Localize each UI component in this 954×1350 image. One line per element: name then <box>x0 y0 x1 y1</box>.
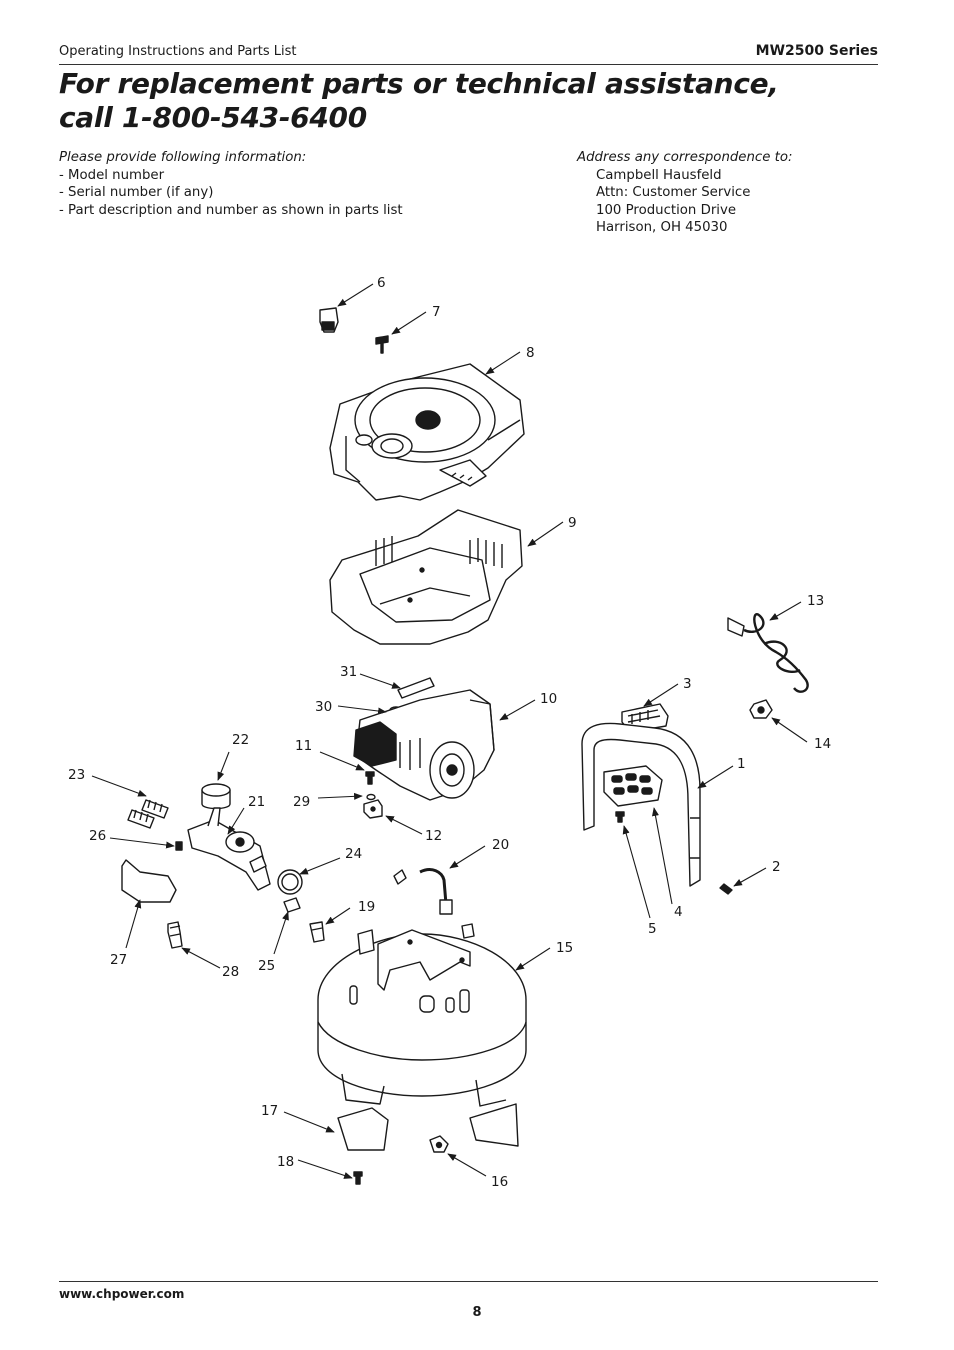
callout-label: 29 <box>293 794 310 810</box>
part-27-bracket <box>121 859 177 903</box>
header-series: MW2500 Series <box>755 43 878 59</box>
header-rule <box>59 64 878 65</box>
part-1-handle <box>581 722 701 887</box>
part-17-foot <box>337 1107 389 1151</box>
part-foot-right <box>469 1103 519 1147</box>
part-19-fitting <box>309 921 325 943</box>
part-24-gauge <box>277 869 303 895</box>
info-item: - Part description and number as shown i… <box>59 202 403 218</box>
part-15-tank <box>317 923 527 1107</box>
part-22-cap <box>201 783 231 810</box>
part-2-screw <box>719 883 733 895</box>
info-item: - Model number <box>59 167 165 183</box>
callout-label: 11 <box>295 738 312 754</box>
part-6-knob <box>319 307 339 333</box>
page-title: For replacement parts or technical assis… <box>59 67 779 135</box>
address-line: 100 Production Drive <box>596 202 737 218</box>
part-10-motor-pump <box>353 689 495 801</box>
part-28-valve <box>167 921 183 949</box>
part-20-tube <box>393 868 453 915</box>
callout-label: 4 <box>674 904 683 920</box>
callout-labels: 6 7 8 9 13 31 3 10 30 22 14 11 1 23 21 2… <box>68 275 831 1190</box>
callout-label: 10 <box>540 691 557 707</box>
callout-label: 17 <box>261 1103 278 1119</box>
callout-label: 5 <box>648 921 657 937</box>
part-7-screw <box>375 335 389 354</box>
callout-label: 23 <box>68 767 85 783</box>
callout-label: 25 <box>258 958 275 974</box>
part-31-tube <box>397 677 435 699</box>
part-5-screw <box>615 811 625 823</box>
page-number: 8 <box>472 1305 482 1320</box>
part-23-couplers <box>127 799 169 829</box>
callout-label: 24 <box>345 846 362 862</box>
address-heading: Address any correspondence to: <box>577 150 793 165</box>
part-16-clamp <box>429 1135 449 1153</box>
callout-label: 27 <box>110 952 127 968</box>
callout-label: 3 <box>683 676 692 692</box>
callout-label: 30 <box>315 699 332 715</box>
callout-label: 26 <box>89 828 106 844</box>
callout-label: 20 <box>492 837 509 853</box>
title-line-1: For replacement parts or technical assis… <box>59 67 779 100</box>
part-14-strain-relief <box>749 699 773 719</box>
header-doc-type: Operating Instructions and Parts List <box>59 44 297 59</box>
part-21-manifold <box>187 807 271 891</box>
callout-label: 31 <box>340 664 357 680</box>
callout-label: 12 <box>425 828 442 844</box>
part-11-screw <box>365 771 375 785</box>
callout-label: 8 <box>526 345 535 361</box>
address-line: Harrison, OH 45030 <box>596 220 728 236</box>
footer-rule <box>59 1281 878 1282</box>
part-9-base-housing <box>329 509 523 645</box>
callout-label: 21 <box>248 794 265 810</box>
part-29-washer <box>366 793 376 801</box>
address-line: Attn: Customer Service <box>596 185 751 201</box>
callout-label: 19 <box>358 899 375 915</box>
title-line-2: call 1-800-543-6400 <box>59 101 367 134</box>
part-13-power-cord <box>727 613 809 693</box>
callout-label: 9 <box>568 515 577 531</box>
callout-label: 15 <box>556 940 573 956</box>
part-8-top-shroud <box>329 363 525 501</box>
info-heading: Please provide following information: <box>59 150 307 165</box>
address-block: Address any correspondence to: Campbell … <box>577 149 792 237</box>
callout-label: 16 <box>491 1174 508 1190</box>
callout-label: 7 <box>432 304 441 320</box>
part-18-screw <box>353 1171 363 1185</box>
info-block: Please provide following information: - … <box>59 149 403 219</box>
callout-label: 6 <box>377 275 386 291</box>
callout-label: 13 <box>807 593 824 609</box>
part-26-screw <box>175 841 183 851</box>
callout-label: 18 <box>277 1154 294 1170</box>
callout-label: 22 <box>232 732 249 748</box>
address-line: Campbell Hausfeld <box>596 167 722 183</box>
part-12-block <box>363 799 383 819</box>
footer-url[interactable]: www.chpower.com <box>59 1287 185 1301</box>
callout-label: 14 <box>814 736 831 752</box>
callout-label: 1 <box>737 756 746 772</box>
callout-label: 2 <box>772 859 781 875</box>
info-item: - Serial number (if any) <box>59 185 214 201</box>
callout-leaders <box>91 283 808 1179</box>
exploded-parts-diagram: 6 7 8 9 13 31 3 10 30 22 14 11 1 23 21 2… <box>68 275 831 1190</box>
part-4-vent-plate <box>603 765 663 807</box>
part-25-fitting <box>283 897 301 913</box>
callout-label: 28 <box>222 964 239 980</box>
